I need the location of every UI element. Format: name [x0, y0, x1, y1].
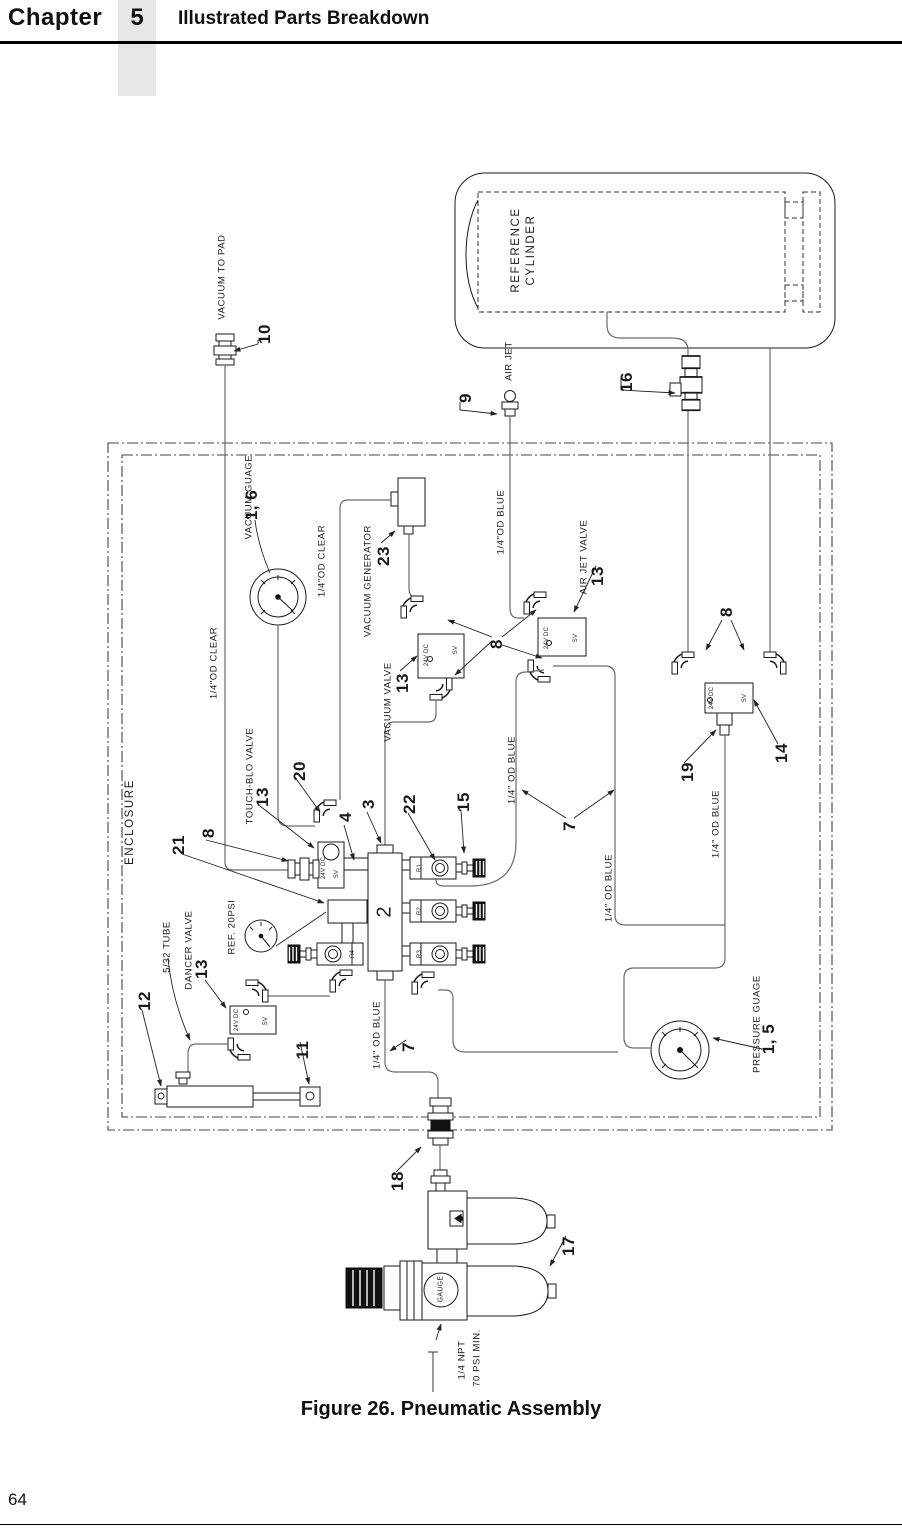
label-70-psi-min: 70 PSI MIN.	[471, 1329, 483, 1387]
label-quarter-od-clear-2: 1/4"OD CLEAR	[208, 626, 220, 700]
fitting-9	[501, 390, 524, 619]
label-gauge: GAUGE	[437, 1275, 445, 1303]
label-reference-line1: REFERENCE	[510, 207, 522, 293]
valve-text-24vdc-vacuum: 24V DC	[424, 643, 430, 667]
dancer-cylinder	[154, 1085, 321, 1108]
callout-1-6: 1, 6	[242, 489, 261, 521]
valve-text-sv-touchblo: SV	[334, 869, 340, 879]
callout-15: 15	[454, 792, 473, 812]
callout-18: 18	[388, 1171, 407, 1191]
filter-regulator-unit	[345, 1169, 557, 1392]
chapter-number: 5	[130, 4, 144, 31]
enclosure-border	[107, 442, 833, 1131]
manifold-block	[367, 844, 439, 1098]
callout-13-dancer: 13	[192, 959, 211, 979]
callout-20: 20	[290, 761, 309, 781]
label-quarter-od-blue-right: 1/4" OD BLUE	[710, 789, 722, 859]
callout-3: 3	[359, 799, 378, 809]
header-rule	[0, 41, 902, 44]
fitting-10	[213, 333, 288, 871]
label-quarter-od-clear-1: 1/4"OD CLEAR	[316, 524, 328, 598]
callout-1-5: 1, 5	[759, 1023, 778, 1055]
figure-caption: Figure 26. Pneumatic Assembly	[300, 1398, 602, 1420]
callout-4: 4	[336, 812, 355, 822]
label-quarter-npt: 1/4 NPT	[456, 1340, 468, 1380]
chapter-label: Chapter	[8, 4, 103, 31]
valve-text-sv-14: SV	[742, 693, 748, 703]
fitting-18	[427, 1097, 454, 1170]
air-jet-valve	[524, 592, 725, 926]
label-532-tube: 5/32 TUBE	[161, 921, 173, 973]
vacuum-generator	[339, 477, 426, 800]
label-vacuum-generator: VACUUM GENERATOR	[362, 525, 374, 637]
valve-text-sv-dancer: SV	[263, 1016, 269, 1026]
chapter-number-tab: 5	[118, 0, 156, 96]
label-vacuum-valve: VACUUM VALVE	[382, 662, 394, 742]
valve-text-sv-vacuum: SV	[453, 645, 459, 655]
callout-13-vacuum-valve: 13	[393, 673, 412, 693]
label-quarter-od-blue-bottom: 1/4" OD BLUE	[371, 1000, 383, 1070]
touch-blo-valve	[287, 800, 368, 889]
label-reference-line2: CYLINDER	[525, 214, 537, 286]
valve-text-24vdc-touchblo: 24V DC	[321, 856, 327, 880]
callout-23: 23	[374, 546, 393, 566]
fitting-16	[669, 355, 703, 412]
callout-22: 22	[400, 794, 419, 814]
regulator-text-r2: R2	[417, 906, 423, 916]
label-quarter-od-blue-up: 1/4" OD BLUE	[506, 735, 518, 805]
pressure-gauge	[650, 1020, 710, 1080]
regulator-text-r4: R4	[350, 949, 356, 959]
callout-7-mid: 7	[560, 821, 579, 831]
callout-12: 12	[135, 991, 154, 1011]
regulator-text-r3: R3	[417, 949, 423, 959]
diagram-linework	[107, 172, 836, 1392]
vacuum-valve	[384, 596, 465, 845]
valve-text-sv-airjet: SV	[573, 633, 579, 643]
label-air-jet: AIR JET	[503, 341, 515, 381]
valve-14	[623, 652, 786, 1049]
callout-8-valves: 8	[487, 639, 506, 649]
valve-text-24vdc-airjet: 24V DC	[544, 626, 550, 650]
cylinder-tubes	[606, 312, 771, 652]
valve-text-24vdc-14: 24V DC	[709, 686, 715, 710]
callout-7-bottom: 7	[399, 1042, 418, 1052]
callout-21: 21	[169, 835, 188, 855]
callout-8-right: 8	[717, 607, 736, 617]
ref-regulator-block	[327, 899, 368, 944]
label-manifold-2: 2	[373, 906, 396, 918]
callout-13-air-jet-valve: 13	[588, 566, 607, 586]
label-quarter-od-blue-mid: 1/4" OD BLUE	[603, 853, 615, 923]
label-vacuum-to-pad: VACUUM TO PAD	[216, 234, 228, 320]
callout-13-touch-blo: 13	[253, 787, 272, 807]
reference-cylinder	[454, 172, 836, 349]
callout-8-touch-blo: 8	[199, 828, 218, 838]
callout-11: 11	[293, 1040, 312, 1060]
callout-14: 14	[772, 743, 791, 763]
label-enclosure: ENCLOSURE	[124, 779, 136, 865]
footer-rule	[0, 1524, 902, 1525]
callout-10: 10	[255, 324, 274, 344]
callout-19: 19	[678, 762, 697, 782]
label-ref-20psi: REF. 20PSI	[226, 899, 238, 955]
vacuum-gauge	[249, 568, 315, 827]
regulators	[268, 669, 618, 1053]
ref-gauge	[244, 911, 327, 953]
dancer-valve	[175, 980, 277, 1085]
callout-16: 16	[617, 372, 636, 392]
page-number: 64	[8, 1490, 27, 1509]
callout-9: 9	[456, 393, 475, 403]
regulator-text-r1: R1	[417, 863, 423, 873]
chapter-title: Illustrated Parts Breakdown	[178, 8, 430, 29]
label-quarter-od-blue-airjet: 1/4"OD BLUE	[495, 489, 507, 555]
callout-17: 17	[559, 1236, 578, 1256]
label-touch-blo-valve: TOUCH-BLO VALVE	[244, 727, 256, 825]
callout-leaders	[141, 340, 779, 1267]
flow-direction-arrow-icon	[454, 1213, 464, 1224]
valve-text-24vdc-dancer: 24V DC	[234, 1008, 240, 1032]
